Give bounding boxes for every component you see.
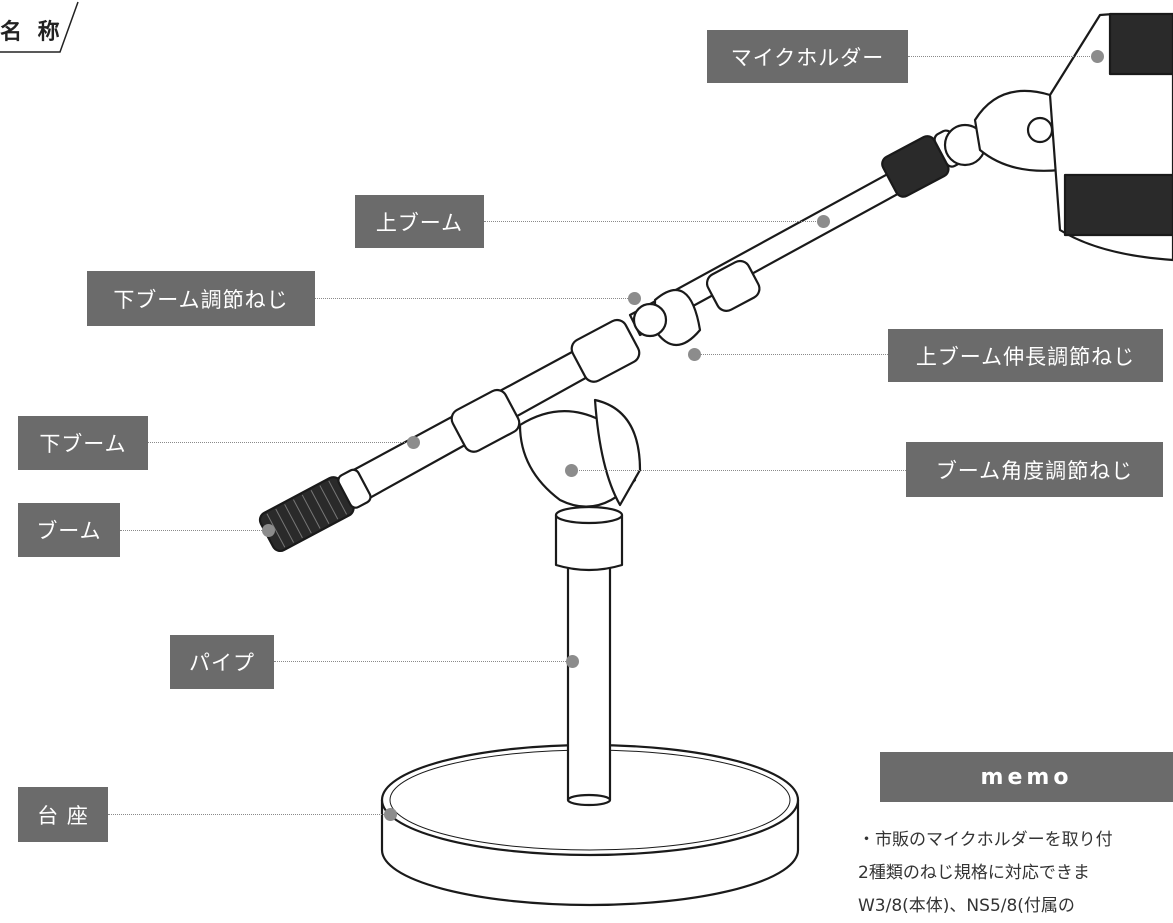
header-title: 名 称 [0, 20, 64, 45]
leader-lower-boom-screw [315, 298, 634, 299]
leader-lower-boom [148, 442, 413, 443]
label-boom: ブーム [18, 503, 120, 557]
label-base: 台 座 [18, 787, 108, 842]
memo-line: ・市販のマイクホルダーを取り付 [858, 830, 1113, 850]
label-upper-boom: 上ブーム [355, 195, 484, 248]
dot-lower-boom-screw [627, 291, 641, 305]
leader-mic-holder [908, 56, 1096, 57]
memo-line: W3/8(本体)、NS5/8(付属の [858, 896, 1075, 916]
leader-boom-angle-screw [571, 470, 906, 471]
dot-upper-boom [816, 214, 830, 228]
dot-lower-boom [406, 435, 420, 449]
pipe-shape [566, 563, 612, 802]
dot-upper-boom-ext-screw [687, 347, 701, 361]
leader-upper-boom [484, 221, 822, 222]
dot-boom [261, 523, 275, 537]
memo-text: ・市販のマイクホルダーを取り付 2種類のねじ規格に対応できま W3/8(本体)、… [858, 824, 1173, 923]
section-header: 名 称 [0, 0, 100, 66]
dot-pipe [565, 654, 579, 668]
memo-line: 2種類のねじ規格に対応できま [858, 863, 1090, 883]
dot-boom-angle-screw [564, 463, 578, 477]
leader-upper-boom-ext-screw [694, 354, 888, 355]
leader-boom [120, 530, 268, 531]
leader-pipe [274, 661, 572, 662]
label-mic-holder: マイクホルダー [707, 30, 908, 83]
dot-base [383, 807, 397, 821]
label-lower-boom-screw: 下ブーム調節ねじ [87, 271, 315, 326]
label-upper-boom-ext-screw: 上ブーム伸長調節ねじ [888, 329, 1163, 382]
leader-base [108, 814, 390, 815]
dot-mic-holder [1090, 49, 1104, 63]
label-boom-angle-screw: ブーム角度調節ねじ [906, 442, 1163, 497]
label-pipe: パイプ [170, 635, 274, 689]
label-lower-boom: 下ブーム [18, 416, 148, 470]
memo-title: memo [880, 752, 1173, 802]
header-frame [0, 1, 79, 53]
